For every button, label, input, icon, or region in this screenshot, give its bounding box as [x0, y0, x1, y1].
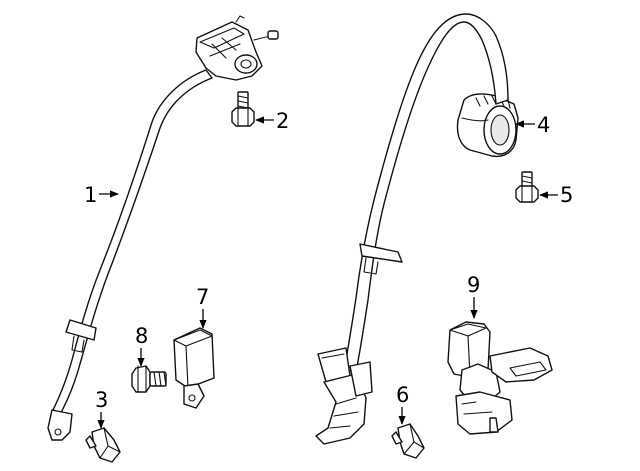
right-seat-belt-webbing [315, 13, 509, 445]
part-5-bolt [515, 171, 539, 203]
callout-label-7: 7 [196, 285, 209, 309]
part-4-retractor [456, 93, 519, 158]
part-1-seat-belt-left [47, 15, 279, 441]
part-8-bolt [131, 365, 167, 393]
part-2-bolt [231, 91, 255, 127]
callout-label-6: 6 [396, 383, 409, 407]
part-3-bolt [85, 427, 121, 463]
part-9-buckle-assembly [447, 321, 553, 435]
callout-label-5: 5 [560, 183, 573, 207]
callout-5: 5 [539, 183, 573, 207]
callout-label-2: 2 [276, 109, 289, 133]
callout-7: 7 [196, 285, 209, 329]
callout-6: 6 [396, 383, 409, 425]
callout-1: 1 [84, 183, 119, 207]
callout-label-4: 4 [537, 113, 550, 137]
callout-2: 2 [255, 109, 289, 133]
callout-3: 3 [95, 388, 108, 429]
callout-label-1: 1 [84, 183, 97, 207]
callout-8: 8 [135, 324, 148, 367]
part-6-bolt [391, 423, 425, 459]
callout-label-9: 9 [467, 273, 480, 297]
callout-label-8: 8 [135, 324, 148, 348]
callout-label-3: 3 [95, 388, 108, 412]
callout-4: 4 [515, 113, 550, 137]
callout-9: 9 [467, 273, 480, 319]
part-7-buckle [173, 327, 215, 409]
